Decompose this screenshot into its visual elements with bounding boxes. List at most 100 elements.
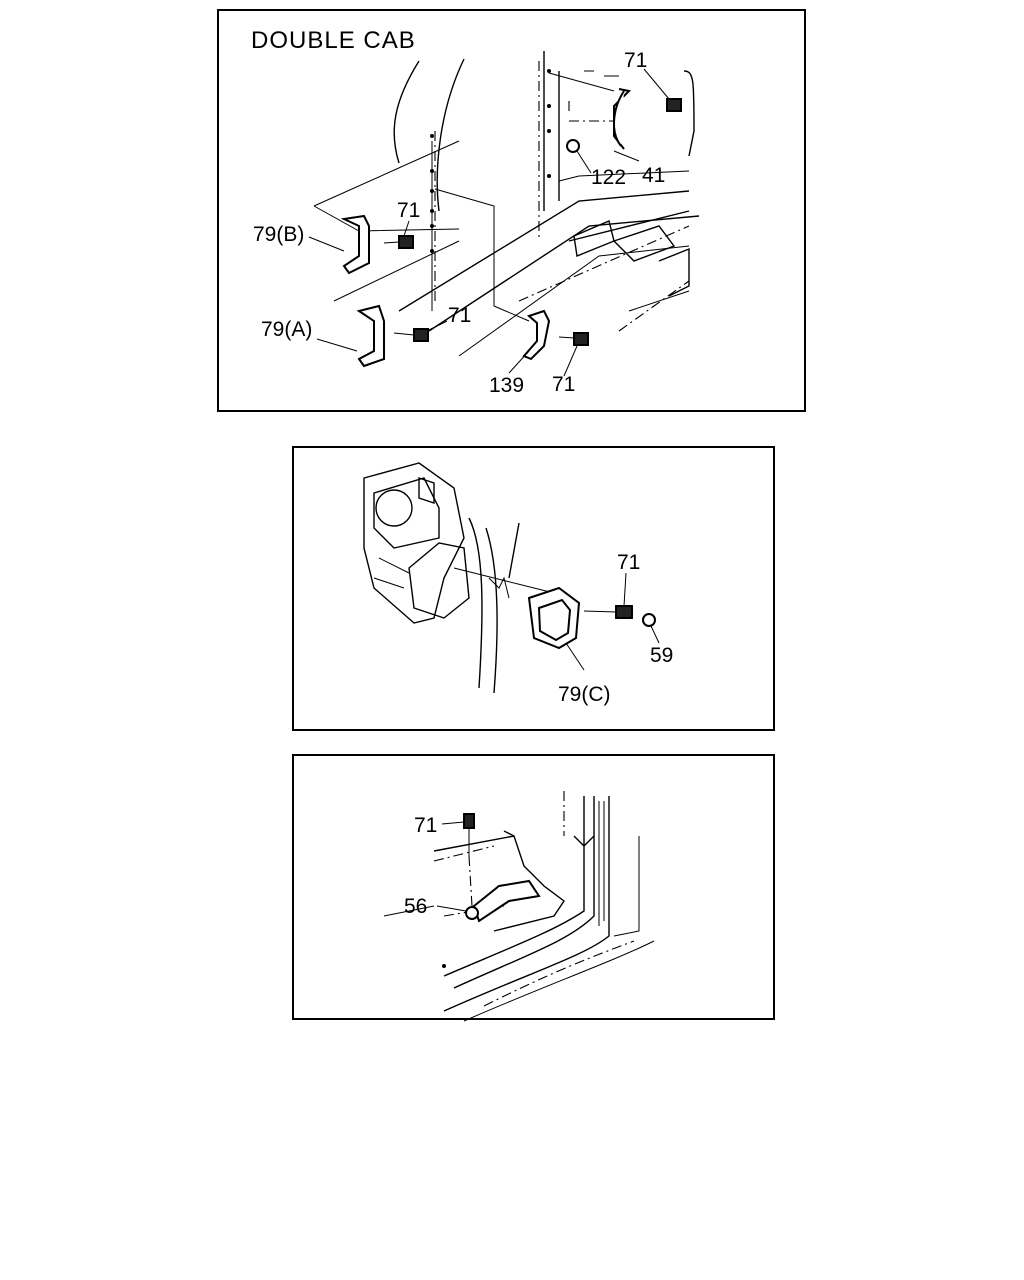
- callout-71: 71: [617, 551, 640, 574]
- pillar-zigzag: [488, 576, 510, 599]
- callout-71: 71: [414, 814, 437, 837]
- callout-71: 71: [448, 304, 471, 327]
- assist-grip-56: [472, 879, 541, 923]
- pillar-line: [508, 522, 520, 579]
- plate-top-edge: [313, 140, 460, 207]
- diagram-panel-floor-grip: 71 56: [292, 754, 775, 1022]
- callout-71: 71: [397, 199, 420, 222]
- pillar-notch: [573, 835, 595, 847]
- bolt-shank-79a: [393, 332, 415, 336]
- sill-inner: [453, 796, 595, 989]
- callout-139: 139: [489, 374, 524, 397]
- wheel-arch-outer: [393, 60, 420, 164]
- assist-grip-79c-inner: [537, 598, 572, 642]
- cap-59: [642, 613, 656, 627]
- callout-leader-56-tail: [383, 905, 435, 917]
- callout-leader-41: [613, 150, 640, 162]
- diagram-panel-double-cab: DOUBLE CAB: [217, 9, 806, 412]
- pillar-detail: [584, 70, 619, 77]
- seat-latch: [418, 477, 435, 504]
- bolt-shank-79b: [383, 241, 400, 244]
- wheel-arch-inner: [436, 58, 465, 212]
- callout-71: 71: [624, 49, 647, 72]
- seat-hinge-block: [408, 542, 470, 619]
- callout-leader-71a: [643, 68, 670, 100]
- callout-leader-71c: [426, 320, 448, 332]
- floor-dash: [483, 940, 635, 1007]
- callout-leader-59: [650, 625, 660, 644]
- callout-leader-79a: [316, 338, 358, 352]
- sill-edge: [443, 796, 610, 1012]
- floor-line-2: [428, 215, 700, 332]
- bolt-71-79b: [398, 235, 414, 249]
- callout-71: 71: [552, 373, 575, 396]
- callout-leader-71d: [563, 345, 578, 377]
- seat-body: [363, 462, 465, 624]
- panel-title: DOUBLE CAB: [251, 27, 416, 54]
- floor-dash-1: [518, 225, 690, 302]
- bolt-71-79a: [413, 328, 429, 342]
- floor-edge: [463, 940, 655, 1022]
- upper-grip-leader: [548, 72, 615, 92]
- assist-grip-79a: [356, 304, 385, 368]
- bolt-axis: [468, 855, 473, 907]
- callout-41: 41: [642, 164, 665, 187]
- pillar-rear: [485, 527, 498, 694]
- washer-122: [566, 139, 580, 153]
- bolt-shank-139: [558, 336, 575, 339]
- floor-line-3: [458, 245, 690, 357]
- console-corner: [503, 830, 515, 837]
- pillar-front: [468, 517, 483, 689]
- bolt-shank: [583, 610, 617, 613]
- callout-leader-71: [623, 572, 627, 607]
- seat-panel: [373, 477, 440, 549]
- bolt-71-upper: [666, 98, 682, 112]
- callout-leader-79b: [308, 236, 345, 252]
- assist-grip-79b: [340, 214, 370, 275]
- seat-round-detail: [375, 489, 413, 527]
- door-edge: [613, 836, 640, 937]
- sill-outer: [443, 796, 585, 977]
- plate-bottom-edge: [313, 205, 460, 232]
- floor-sill: [568, 210, 690, 242]
- bolt-71-139: [573, 332, 589, 346]
- diagram-panel-seat-grip: 71 59 79(C): [292, 446, 775, 731]
- floor-grip-drawing: 71 56: [383, 791, 655, 1022]
- callout-56: 56: [404, 895, 427, 918]
- callout-leader-71: [441, 821, 465, 825]
- double-cab-drawing: DOUBLE CAB: [251, 27, 700, 397]
- pillar-lines: [598, 801, 605, 926]
- pillar-dash: [568, 101, 619, 122]
- bolt-71: [615, 605, 633, 619]
- callout-79a: 79(A): [261, 318, 312, 341]
- console-dash: [433, 845, 495, 862]
- callout-leader-79c: [565, 642, 585, 671]
- grip-56-end: [465, 906, 479, 920]
- hole-dot: [442, 964, 446, 968]
- seat-outline: [683, 70, 695, 157]
- plate2-top-edge: [333, 240, 460, 302]
- assist-grip-41-inner: [613, 90, 625, 147]
- console-top: [433, 835, 565, 932]
- floor-cutout-2: [612, 225, 676, 262]
- seat-shading: [373, 557, 410, 589]
- callout-122: 122: [591, 166, 626, 189]
- grip-leader: [453, 567, 555, 594]
- bolt-71: [463, 813, 475, 829]
- pillar-base: [558, 170, 690, 182]
- floor-line-1: [398, 190, 690, 312]
- callout-79b: 79(B): [253, 223, 304, 246]
- callout-leader-122: [576, 150, 592, 174]
- mounting-holes: [430, 69, 551, 253]
- floor-dash-2: [618, 280, 690, 332]
- seat-grip-drawing: 71 59 79(C): [363, 462, 673, 706]
- bracket-139: [522, 309, 551, 361]
- floor-rear: [628, 290, 690, 312]
- callout-leader-139: [508, 350, 530, 374]
- callout-leader-71b: [403, 220, 410, 237]
- assist-grip-rear-leader: [434, 188, 530, 322]
- callout-leader-56: [436, 905, 467, 912]
- floor-step: [658, 247, 690, 297]
- callout-59: 59: [650, 644, 673, 667]
- callout-79c: 79(C): [558, 683, 611, 706]
